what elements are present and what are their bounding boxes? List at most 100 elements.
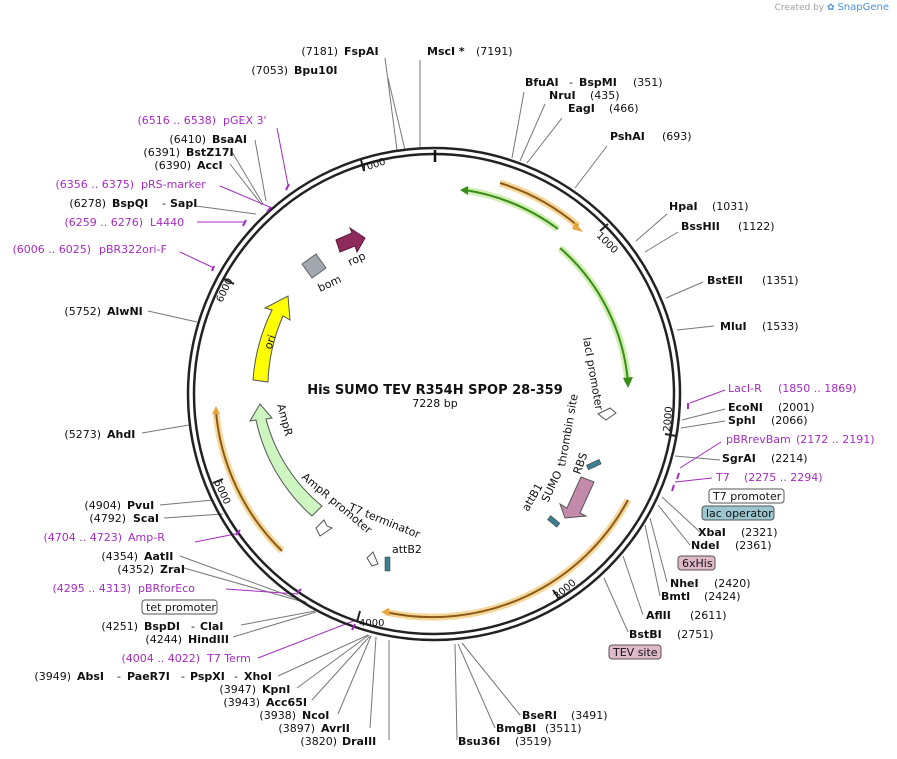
site-hindiii: HindIII: [188, 633, 229, 646]
site-bsshii: BssHII: [681, 220, 720, 233]
label-attb2: attB2: [392, 543, 422, 556]
site-scai-pos: (4792): [89, 512, 126, 525]
primer-t7term: T7 Term: [206, 652, 251, 665]
scale-ticks: [212, 159, 677, 623]
site-sapi: SapI: [170, 197, 197, 210]
primer-prsmarker-range: (6356 .. 6375): [55, 178, 134, 191]
site-avrii-pos: (3897): [278, 722, 315, 735]
site-ahdi-pos: (5273): [64, 428, 101, 441]
site-bmti-pos: (2424): [704, 590, 741, 603]
site-eagi: EagI: [568, 102, 595, 115]
site-acci-pos: (6390): [154, 159, 191, 172]
plasmid-length: 7228 bp: [412, 397, 457, 410]
primer-lacir: LacI-R: [728, 382, 762, 395]
site-hpai-pos: (1031): [712, 200, 749, 213]
sumo-arrow: [559, 476, 595, 519]
site-bsaai: BsaAI: [212, 133, 247, 146]
site-bfuai-dash: -: [569, 76, 573, 89]
his6-box: [586, 458, 602, 471]
box-t7-promoter-bg: [708, 488, 785, 504]
box-tet-promoter-bg: [141, 599, 218, 615]
site-xbai-pos: (2321): [741, 526, 778, 539]
leader-lines: [141, 57, 726, 741]
primer-ampr: Amp-R: [128, 531, 165, 544]
site-acc65i-pos: (3943): [223, 696, 260, 709]
box-lac-operator-bg: [701, 505, 775, 521]
label-rbs: RBS: [571, 451, 591, 476]
site-bsaai-pos: (6410): [169, 133, 206, 146]
site-kpni-pos: (3947): [219, 683, 256, 696]
primer-pbr322orif: pBR322ori-F: [99, 243, 167, 256]
box-t7-promoter: T7 promoter: [712, 490, 782, 503]
site-absi: AbsI: [77, 670, 104, 683]
primer-t7term-range: (4004 .. 4022): [121, 652, 200, 665]
box-6xhis: 6xHis: [682, 557, 713, 570]
site-bstz17i-pos: (6391): [143, 146, 180, 159]
t7-terminator-arrow: [366, 551, 379, 567]
site-hindiii-pos: (4244): [145, 633, 182, 646]
site-nhei: NheI: [670, 577, 699, 590]
primer-t7: T7: [715, 471, 730, 484]
site-draiii-pos: (3820): [300, 735, 337, 748]
site-mlui-pos: (1533): [762, 320, 799, 333]
site-pshai-pos: (693): [662, 130, 692, 143]
site-zrai: ZraI: [160, 563, 185, 576]
snapgene-logo-icon: ✿: [827, 3, 835, 13]
site-absi-dash3: -: [234, 670, 238, 683]
site-aatii: AatII: [144, 550, 173, 563]
site-absi-dash1: -: [117, 670, 121, 683]
site-avrii: AvrII: [321, 722, 350, 735]
site-nrui-pos: (435): [590, 89, 620, 102]
site-acci: AccI: [197, 159, 223, 172]
snapgene-credit: Created by ✿ SnapGene: [775, 2, 889, 13]
attb2-box: [384, 556, 391, 572]
site-xbai: XbaI: [698, 526, 726, 539]
ampr-arrow: [249, 403, 323, 517]
site-bspdi-dash: -: [191, 620, 195, 633]
site-ahdi: AhdI: [107, 428, 135, 441]
bom-marker: [301, 253, 327, 279]
site-xhoi: XhoI: [244, 670, 272, 683]
box-tet-promoter: tet promoter: [146, 601, 216, 614]
label-bom: bom: [316, 273, 344, 295]
tev-box: [547, 515, 561, 528]
site-bsu36i-pos: (3519): [515, 735, 552, 748]
backbone-outer: [186, 146, 682, 642]
site-ndei: NdeI: [691, 539, 720, 552]
label-ori: ori: [262, 333, 279, 351]
site-mlui: MluI: [720, 320, 747, 333]
plasmid-name: His SUMO TEV R354H SPOP 28-359: [307, 383, 563, 398]
site-draiii: DraIII: [342, 735, 376, 748]
site-paer7i: PaeR7I: [127, 670, 170, 683]
site-sgrai-pos: (2214): [771, 452, 808, 465]
site-acc65i: Acc65I: [266, 696, 307, 709]
site-fspai: FspAI: [344, 45, 379, 58]
site-bpu10i: Bpu10I: [294, 64, 338, 77]
site-bfuai-pos: (351): [633, 76, 663, 89]
site-bseri-pos: (3491): [571, 709, 608, 722]
site-aflii-pos: (2611): [690, 609, 727, 622]
primer-pbr322orif-range: (6006 .. 6025): [12, 243, 91, 256]
site-bsteii-pos: (1351): [762, 274, 799, 287]
credit-prefix: Created by: [774, 3, 825, 13]
tick-2000: 2000: [662, 406, 675, 432]
ori-arrow: [252, 295, 291, 383]
site-hpai: HpaI: [669, 200, 698, 213]
primer-pbrforeco: pBRforEco: [138, 582, 195, 595]
primer-pbrrevbam-range: (2172 .. 2191): [796, 433, 875, 446]
site-bspqi-dash: -: [162, 197, 166, 210]
label-laci: lacI promoter: [580, 336, 606, 411]
site-sphi-pos: (2066): [771, 414, 808, 427]
site-bmgbi: BmgBI: [496, 722, 536, 735]
primer-pgex3: pGEX 3': [223, 114, 267, 127]
site-pvui-pos: (4904): [84, 499, 121, 512]
primer-prsmarker: pRS-marker: [141, 178, 206, 191]
site-zrai-pos: (4352): [117, 563, 154, 576]
site-eagi-pos: (466): [609, 102, 639, 115]
tick-1000: 1000: [594, 230, 620, 256]
primer-marks: [211, 183, 689, 631]
site-bstz17i: BstZ17I: [186, 146, 234, 159]
site-absi-dash2: -: [181, 670, 185, 683]
primer-t7-range: (2275 .. 2294): [744, 471, 823, 484]
